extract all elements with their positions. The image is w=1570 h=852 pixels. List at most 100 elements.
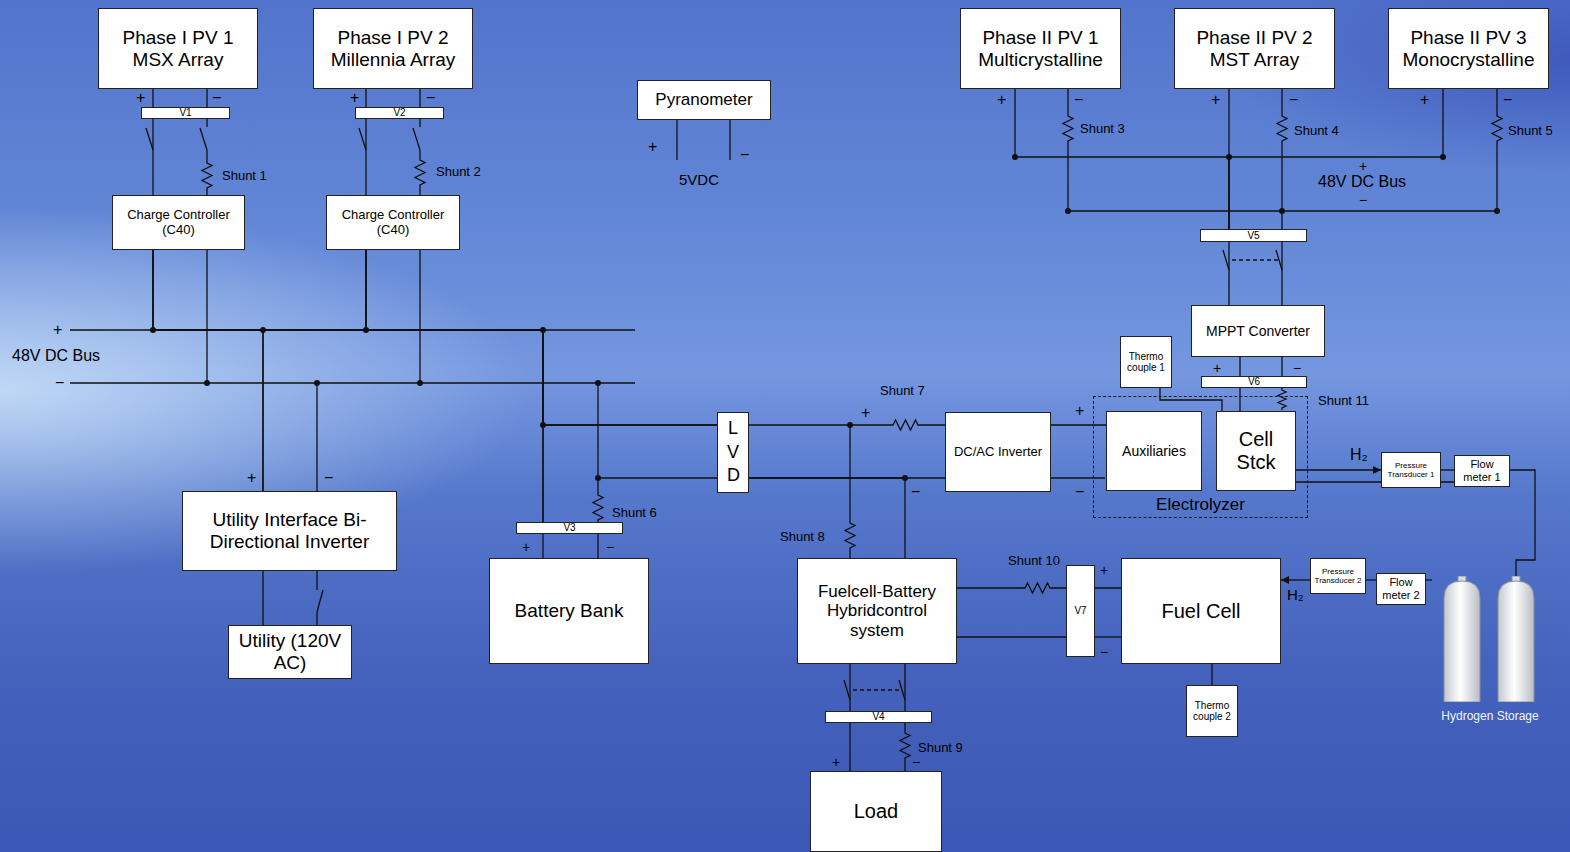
polarity-sign: − — [740, 147, 749, 163]
wire-connector — [1239, 388, 1240, 411]
node-text: Utility (120V AC) — [233, 630, 347, 674]
polarity-sign: + — [1075, 403, 1084, 419]
gas-cylinders — [1432, 576, 1548, 702]
annotation-label: Shunt 7 — [880, 384, 925, 397]
node-text: V7 — [1074, 606, 1086, 616]
junction-dot — [1279, 208, 1285, 214]
annotation-label: Shunt 5 — [1508, 124, 1553, 137]
component-box: Fuel Cell — [1121, 558, 1281, 664]
wire-connector — [1366, 579, 1376, 580]
wire — [1051, 477, 1105, 478]
component-box: Fuelcell-Battery Hybridcontrol system — [797, 558, 957, 664]
node-text: Utility Interface Bi-Directional Inverte… — [204, 509, 376, 553]
switch-symbol — [146, 128, 1282, 700]
component-box: Charge Controller (C40) — [112, 195, 245, 250]
component-box: Charge Controller (C40) — [326, 195, 460, 250]
polarity-sign: + — [832, 755, 840, 769]
polarity-sign: − — [606, 540, 614, 554]
polarity-sign: − — [324, 470, 333, 486]
node-text: Phase I PV 2 Millennia Array — [318, 27, 468, 71]
meter-bar: V1 — [141, 107, 230, 119]
polarity-sign: − — [1075, 484, 1084, 500]
node-text: Phase II PV 3 Monocrystalline — [1393, 27, 1544, 71]
wire-connector — [1229, 89, 1443, 229]
wire-connector — [542, 534, 543, 558]
node-text: Fuel Cell — [1162, 600, 1241, 623]
polarity-sign: − — [55, 375, 64, 391]
polarity-sign: − — [911, 484, 920, 500]
node-text: MPPT Converter — [1206, 323, 1310, 339]
meter-bar: V3 — [516, 522, 623, 534]
gas-cylinder — [1498, 581, 1534, 702]
polarity-sign: + — [1420, 92, 1429, 108]
wire-connector — [1228, 242, 1229, 305]
annotation-label: Shunt 6 — [612, 506, 657, 519]
polarity-sign: + — [247, 470, 256, 486]
component-box: L V D — [717, 412, 749, 493]
polarity-sign: − — [1100, 645, 1108, 659]
wire-connector — [849, 723, 850, 771]
component-box: Flow meter 2 — [1376, 573, 1426, 605]
node-text: Fuelcell-Battery Hybridcontrol system — [802, 582, 952, 641]
hydrogen-tanks: Hydrogen Storage — [1432, 576, 1548, 726]
wire-connector — [263, 250, 366, 491]
junction-dot — [417, 380, 423, 386]
wire-connector — [1015, 89, 1229, 229]
wire-connector — [152, 89, 153, 107]
component-box: MPPT Converter — [1191, 305, 1325, 357]
edge-label: H₂ — [1287, 587, 1304, 602]
junction-dot — [314, 380, 320, 386]
node-text: Auxiliaries — [1122, 443, 1186, 459]
annotation-label: Shunt 1 — [222, 169, 267, 182]
node-text: Thermo couple 2 — [1189, 700, 1235, 723]
node-text: V1 — [179, 108, 191, 118]
node-text: Hydrogen Storage — [1441, 710, 1538, 724]
polarity-sign: − — [1289, 92, 1298, 108]
node-text: Cell Stck — [1221, 428, 1291, 474]
wire-connector — [366, 250, 717, 425]
polarity-sign: − — [426, 90, 435, 106]
electrolyzer-group: Electrolyzer Auxiliaries Cell Stck — [1093, 396, 1308, 518]
meter-bar: V5 — [1200, 229, 1307, 242]
annotation-label: Shunt 3 — [1080, 122, 1125, 135]
node-text: V5 — [1247, 231, 1259, 241]
wire-connector — [153, 250, 543, 522]
component-box: Phase I PV 1 MSX Array — [98, 8, 258, 89]
wire-connector — [1051, 424, 1106, 425]
polarity-sign: − — [1503, 92, 1512, 108]
annotation-label: 5VDC — [679, 172, 719, 187]
node-text: Charge Controller (C40) — [331, 208, 455, 238]
wire — [957, 583, 1121, 593]
polarity-sign: + — [648, 139, 657, 155]
node-text: Pressure Transducer 1 — [1384, 461, 1438, 479]
node-text: Phase I PV 1 MSX Array — [103, 27, 253, 71]
wire-connector — [957, 636, 1066, 637]
wire-connector — [749, 478, 905, 558]
polarity-sign: + — [997, 92, 1006, 108]
wire-connector — [365, 89, 366, 107]
wire — [1063, 89, 1502, 211]
wire-connector — [1160, 388, 1222, 411]
wire-connector — [1211, 664, 1212, 685]
component-box: Phase II PV 2 MST Array — [1174, 8, 1335, 89]
polarity-sign: + — [861, 405, 870, 421]
meter-bar: V4 — [825, 711, 932, 723]
meter-bar: V7 — [1066, 565, 1095, 657]
junction-dot — [847, 422, 853, 428]
polarity-sign: + — [1100, 563, 1108, 577]
node-text: Pyranometer — [655, 90, 752, 110]
wire-connector — [1441, 469, 1454, 470]
junction-dot — [204, 380, 210, 386]
annotation-label: Shunt 8 — [780, 530, 825, 543]
component-box: Phase I PV 2 Millennia Array — [313, 8, 473, 89]
junction-dot — [1065, 208, 1071, 214]
component-box: Phase II PV 3 Monocrystalline — [1388, 8, 1549, 89]
node-text: Battery Bank — [515, 600, 624, 622]
node-text: Electrolyzer — [1156, 495, 1245, 515]
component-box: Utility Interface Bi-Directional Inverte… — [182, 491, 397, 571]
annotation-label: Shunt 9 — [918, 741, 963, 754]
node-text: Phase II PV 1 Multicrystalline — [965, 27, 1116, 71]
polarity-sign: + — [1211, 92, 1220, 108]
